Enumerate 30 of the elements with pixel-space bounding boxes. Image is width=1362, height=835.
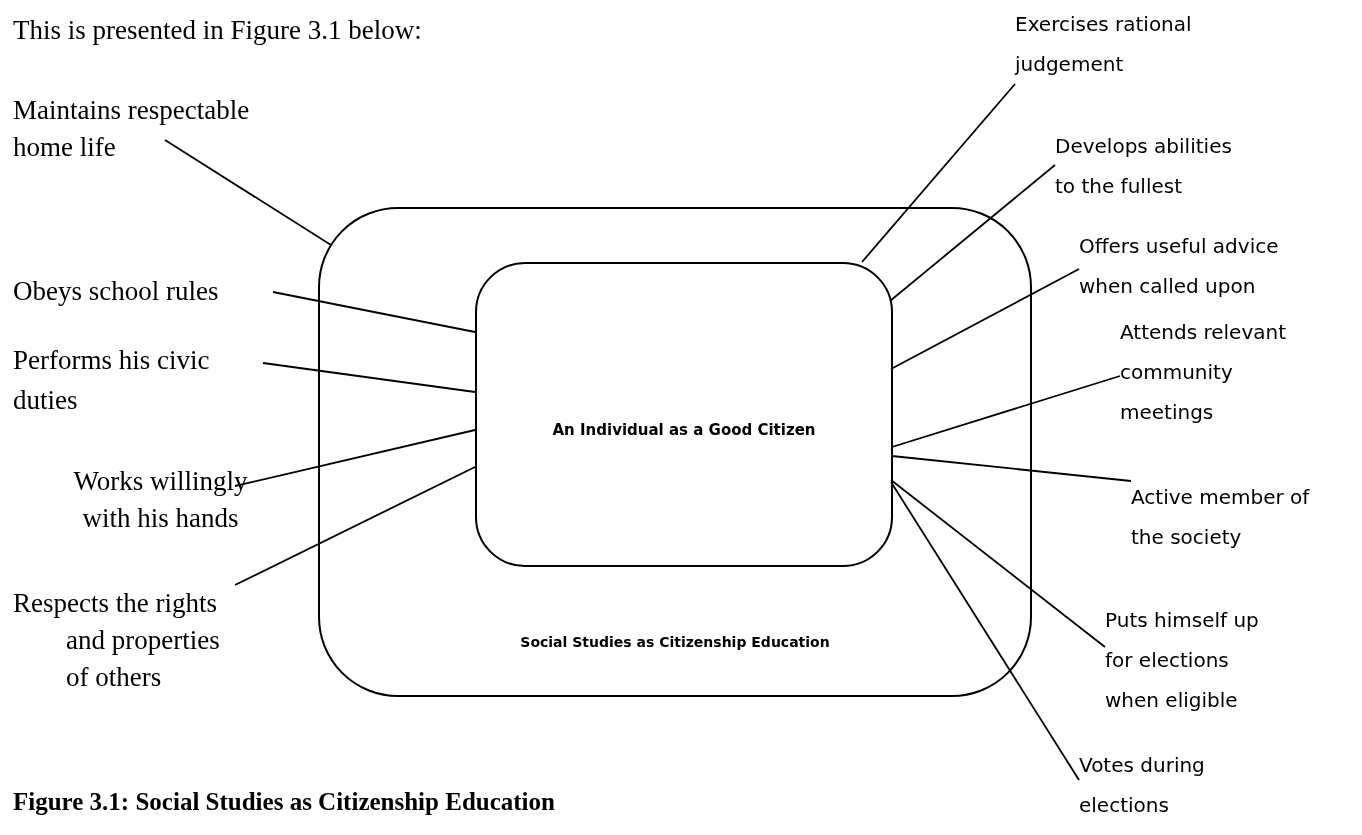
leader-text: Performs his civic duties [13,340,263,420]
leader-line [234,429,476,487]
inner-rounded-box [475,262,893,567]
leader-text: Exercises rational judgement [1015,4,1215,84]
leader-text: Puts himself up for elections when eligible [1105,600,1270,720]
leader-text: Works willingly with his hands [53,463,268,537]
leader-text: Offers useful advice when called upon [1079,226,1294,306]
leader-line [890,268,1080,370]
leader-text: Attends relevant community meetings [1120,312,1295,432]
leader-text: Develops abilities to the fullest [1055,126,1245,206]
leader-line [891,375,1121,448]
outer-rounded-box [318,207,1032,697]
outer-box-title: Social Studies as Citizenship Education [519,634,831,650]
leader-text: Votes during elections [1079,745,1229,825]
leader-text: Maintains respectable home life [13,92,278,166]
leader-line [889,164,1056,302]
leader-text: Obeys school rules [13,273,273,310]
leader-line [861,83,1016,263]
leader-line [891,455,1132,482]
leader-line [164,139,332,246]
inner-box-title: An Individual as a Good Citizen [551,421,817,439]
intro-sentence: This is presented in Figure 3.1 below: [13,14,422,47]
leader-line [234,466,476,586]
leader-text: Active member of the society [1131,477,1316,557]
leader-text: Respects the rights and properties of others [13,585,248,696]
leader-line [890,479,1106,648]
leader-line [262,362,476,393]
leader-line [272,291,476,333]
leader-line [890,481,1080,781]
figure-caption: Figure 3.1: Social Studies as Citizenship Education [13,787,555,817]
